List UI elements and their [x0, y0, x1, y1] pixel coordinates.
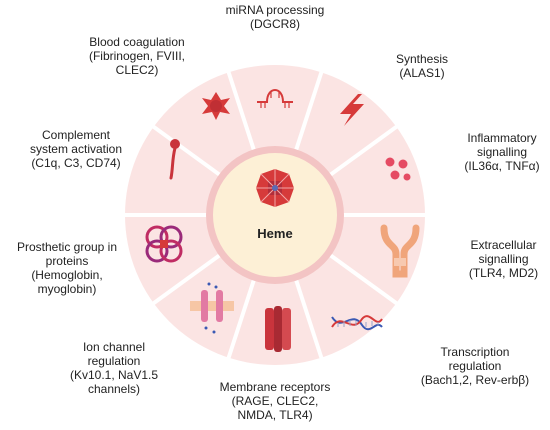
ring-divider	[226, 273, 258, 361]
center-circle	[213, 153, 337, 277]
platelet-icon	[202, 92, 230, 120]
label-line: Membrane receptors	[219, 380, 331, 394]
complement-protein-icon	[169, 139, 180, 180]
label-line: (DGCR8)	[250, 17, 300, 31]
dna-helix-icon	[331, 315, 383, 331]
ring-divider	[323, 124, 400, 181]
label-line: system activation	[29, 142, 123, 156]
label-line: Ion channel	[82, 340, 146, 354]
label-line: regulation	[448, 359, 502, 373]
label-line: (Kv10.1, NaV1.5	[69, 368, 159, 382]
label-line: (IL36α, TNFα)	[464, 159, 540, 173]
label-line: proteins	[45, 254, 89, 268]
center-label: Heme	[257, 226, 292, 241]
lightning-icon	[340, 94, 364, 126]
label-line: NMDA, TLR4)	[237, 408, 313, 422]
dots-cluster-icon	[385, 157, 411, 181]
label-line: Prosthetic group in	[16, 240, 118, 254]
ring-divider	[226, 69, 258, 157]
tlr-receptor-icon	[380, 224, 420, 278]
ring-divider	[292, 273, 324, 361]
label-line: (Hemoglobin,	[31, 268, 103, 282]
ion-channel-icon	[190, 282, 234, 334]
label-ion-channel: Ion channel regulation (Kv10.1, NaV1.5 c…	[58, 340, 170, 396]
ring-divider	[150, 249, 227, 306]
hemoglobin-icon	[145, 225, 183, 263]
label-prosthetic: Prosthetic group in proteins (Hemoglobin…	[2, 240, 132, 296]
label-line: signalling	[476, 145, 528, 159]
label-line: Blood coagulation	[89, 35, 185, 49]
label-line: signalling	[478, 252, 529, 266]
label-line: channels)	[87, 382, 141, 396]
label-membrane: Membrane receptors (RAGE, CLEC2, NMDA, T…	[200, 380, 350, 422]
label-complement: Complement system activation (C1q, C3, C…	[15, 128, 137, 170]
label-line: (TLR4, MD2)	[468, 266, 539, 280]
ring-divider	[323, 249, 400, 306]
label-line: (C1q, C3, CD74)	[31, 156, 121, 170]
label-extracellular: Extracellular signalling (TLR4, MD2)	[457, 238, 550, 280]
ring-dividers	[123, 69, 427, 361]
ring-divider	[292, 69, 324, 157]
label-synthesis: Synthesis (ALAS1)	[374, 52, 470, 80]
label-line: Extracellular	[470, 238, 537, 252]
label-line: myoglobin)	[37, 282, 97, 296]
label-line: (Fibrinogen, FVIII,	[88, 49, 186, 63]
label-line: miRNA processing	[225, 3, 325, 17]
label-line: (Bach1,2, Rev-erbβ)	[420, 373, 530, 387]
ring-divider	[150, 124, 227, 181]
membrane-receptor-icon	[265, 306, 291, 352]
label-line: Transcription	[440, 345, 510, 359]
label-line: Synthesis	[395, 52, 449, 66]
label-transcription: Transcription regulation (Bach1,2, Rev-e…	[400, 345, 550, 387]
heme-icon	[256, 169, 294, 207]
label-line: Complement	[41, 128, 111, 142]
label-blood: Blood coagulation (Fibrinogen, FVIII, CL…	[72, 35, 202, 77]
label-line: Inflammatory	[467, 131, 537, 145]
label-inflammatory: Inflammatory signalling (IL36α, TNFα)	[452, 131, 550, 173]
label-line: CLEC2)	[115, 63, 159, 77]
rna-hairpin-icon	[257, 89, 293, 108]
label-line: (ALAS1)	[399, 66, 445, 80]
label-line: (RAGE, CLEC2,	[231, 394, 319, 408]
label-line: regulation	[87, 354, 141, 368]
label-mirna: miRNA processing (DGCR8)	[196, 3, 354, 31]
